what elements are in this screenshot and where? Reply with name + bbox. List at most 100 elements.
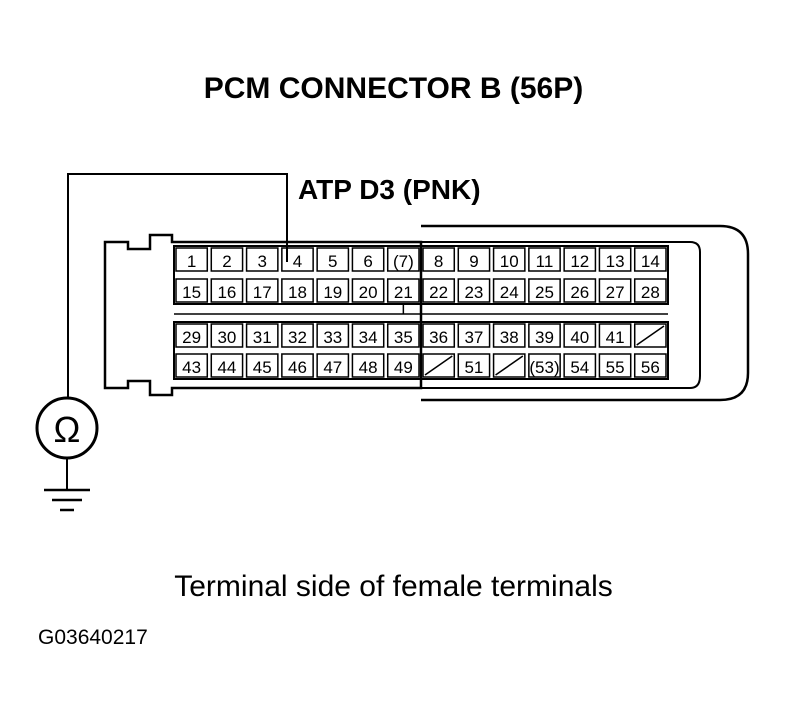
- terminal-26: 26: [563, 278, 597, 303]
- terminal-8: 8: [422, 247, 456, 272]
- ground-icon: [44, 488, 90, 512]
- terminal-label: 46: [288, 358, 307, 377]
- terminal-label: 43: [182, 358, 201, 377]
- terminal-47: 47: [316, 353, 350, 378]
- terminal-label: (7): [393, 252, 414, 271]
- terminal-34: 34: [351, 323, 385, 348]
- terminal-55: 55: [598, 353, 632, 378]
- terminal-label: 6: [363, 252, 372, 271]
- caption: Terminal side of female terminals: [174, 570, 613, 603]
- terminal-label: 31: [253, 328, 272, 347]
- probe-wire: [67, 173, 288, 398]
- terminal-label: 34: [359, 328, 378, 347]
- terminal-30: 30: [210, 323, 244, 348]
- terminal-label: 15: [182, 283, 201, 302]
- unused-terminal-slash: [424, 355, 453, 376]
- terminal-22: 22: [422, 278, 456, 303]
- terminal-label: 36: [429, 328, 448, 347]
- terminal-label: 56: [641, 358, 660, 377]
- terminal-label: 17: [253, 283, 272, 302]
- terminal-13: 13: [598, 247, 632, 272]
- terminal-6: 6: [351, 247, 385, 272]
- terminal-label: 2: [222, 252, 231, 271]
- terminal-label: 33: [323, 328, 342, 347]
- terminal-56: 56: [633, 353, 667, 378]
- terminal-48: 48: [351, 353, 385, 378]
- terminal-label: 11: [536, 252, 554, 271]
- terminal-1: 1: [175, 247, 209, 272]
- terminal-4: 4: [281, 247, 314, 272]
- terminal-39: 39: [528, 323, 561, 348]
- terminal-28: 28: [633, 278, 667, 303]
- terminal-40: 40: [563, 323, 597, 348]
- terminal-36: 36: [422, 323, 456, 348]
- terminal-label: 44: [217, 358, 236, 377]
- terminal-label: 24: [500, 283, 519, 302]
- terminal-21: 21: [386, 278, 420, 303]
- terminal-10: 10: [492, 247, 526, 272]
- unused-terminal-slash: [495, 355, 524, 376]
- terminal-label: 18: [288, 283, 307, 302]
- terminal-9: 9: [457, 247, 491, 272]
- terminal-empty: [422, 353, 456, 378]
- terminal-block-lower: [173, 321, 669, 380]
- terminal-label: 47: [323, 358, 342, 377]
- terminal-54: 54: [563, 353, 597, 378]
- terminal-label: 32: [288, 328, 307, 347]
- terminal-49: 49: [386, 353, 420, 378]
- connector-shroud: [421, 224, 750, 402]
- terminal-label: 55: [606, 358, 625, 377]
- terminal-31: 31: [245, 323, 279, 348]
- terminal-16: 16: [210, 278, 244, 303]
- connector-shroud-inner: [421, 241, 701, 389]
- terminal-33: 33: [316, 323, 350, 348]
- terminal-label: (53): [529, 358, 559, 377]
- connector-title: PCM CONNECTOR B (56P): [203, 72, 584, 105]
- terminal-44: 44: [210, 353, 244, 378]
- terminal-label: 12: [570, 252, 589, 271]
- terminal-label: 4: [293, 252, 302, 271]
- terminal-label: 20: [359, 283, 378, 302]
- terminal-23: 23: [457, 278, 491, 303]
- terminal-label: 37: [464, 328, 483, 347]
- terminal-label: 9: [469, 252, 478, 271]
- terminal-label: 54: [570, 358, 589, 377]
- terminal-2: 2: [210, 247, 244, 272]
- ohm-icon: Ω: [54, 409, 81, 450]
- terminal-label: 3: [257, 252, 266, 271]
- terminal-53: (53): [528, 353, 561, 378]
- terminal-45: 45: [245, 353, 279, 378]
- terminal-block-upper: [173, 245, 669, 305]
- terminal-label: 25: [535, 283, 554, 302]
- unused-terminal-slash: [636, 325, 665, 346]
- terminal-51: 51: [457, 353, 491, 378]
- figure-id: G03640217: [38, 626, 148, 649]
- terminal-41: 41: [598, 323, 632, 348]
- terminal-43: 43: [175, 353, 209, 378]
- terminal-label: 26: [570, 283, 589, 302]
- terminal-label: 35: [394, 328, 413, 347]
- terminal-19: 19: [316, 278, 350, 303]
- terminal-label: 13: [606, 252, 625, 271]
- terminal-label: 28: [641, 283, 660, 302]
- terminal-27: 27: [598, 278, 632, 303]
- terminal-label: 1: [187, 252, 196, 271]
- terminal-label: 40: [570, 328, 589, 347]
- terminal-label: 48: [359, 358, 378, 377]
- terminal-label: 19: [323, 283, 342, 302]
- terminal-label: 30: [217, 328, 236, 347]
- terminal-label: 16: [217, 283, 236, 302]
- terminal-label: 22: [429, 283, 448, 302]
- terminal-25: 25: [528, 278, 561, 303]
- terminal-46: 46: [281, 353, 314, 378]
- terminal-35: 35: [386, 323, 420, 348]
- wire-label: ATP D3 (PNK): [298, 174, 481, 205]
- terminal-11: 11: [528, 247, 561, 272]
- terminal-5: 5: [316, 247, 350, 272]
- terminal-15: 15: [175, 278, 209, 303]
- terminal-7: (7): [386, 247, 420, 272]
- terminal-17: 17: [245, 278, 279, 303]
- terminal-38: 38: [492, 323, 526, 348]
- terminal-label: 49: [394, 358, 413, 377]
